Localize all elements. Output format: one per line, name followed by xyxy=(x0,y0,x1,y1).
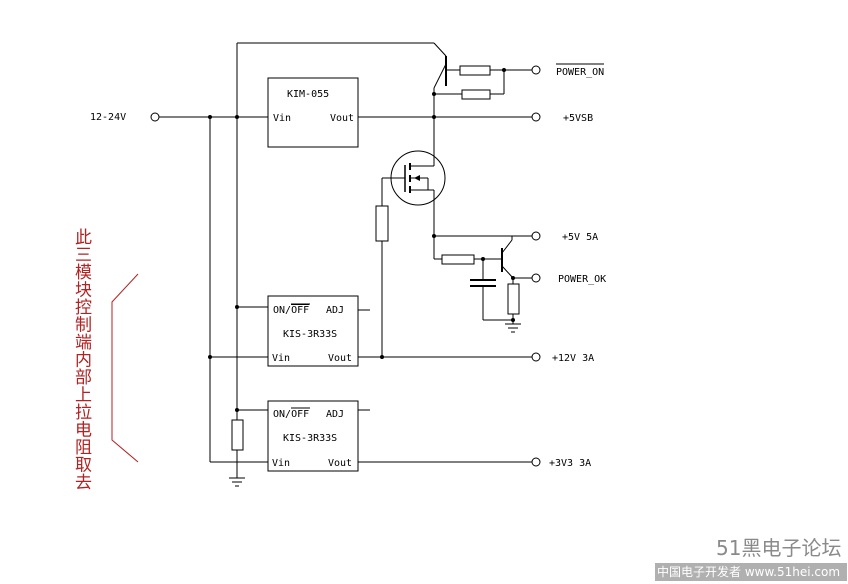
kis2-adj: ADJ xyxy=(326,409,344,420)
kim-vin: Vin xyxy=(273,113,291,124)
resistor-power-ok xyxy=(507,283,520,315)
kis1-title: KIS-3R33S xyxy=(283,329,337,340)
capacitor xyxy=(470,279,496,287)
resistors xyxy=(231,65,520,451)
ground-symbols xyxy=(229,323,521,487)
kis2-vout: Vout xyxy=(328,458,352,469)
label-3v3: +3V3 3A xyxy=(549,458,591,469)
label-power-on: POWER_ON xyxy=(556,67,604,78)
terminal-5v xyxy=(531,231,541,241)
terminal-input xyxy=(150,112,160,122)
kim-title: KIM-055 xyxy=(287,89,329,100)
module-kis-3v3: ON/OFF ADJ KIS-3R33S Vin Vout xyxy=(267,400,359,472)
kis2-vin: Vin xyxy=(272,458,290,469)
watermark-banner: 中国电子开发者 www.51hei.com xyxy=(655,563,847,581)
red-annotation-note: 此三模块控制端内部上拉电阻取去 xyxy=(71,228,91,491)
resistor-gate xyxy=(375,205,389,242)
kis1-adj: ADJ xyxy=(326,305,344,316)
kis1-vout: Vout xyxy=(328,353,352,364)
terminal-12v xyxy=(531,352,541,362)
label-vsb: +5VSB xyxy=(563,113,593,124)
label-power-ok: POWER_OK xyxy=(558,274,606,285)
resistor-kis2 xyxy=(231,419,244,451)
kis1-vin: Vin xyxy=(272,353,290,364)
terminal-3v3 xyxy=(531,457,541,467)
label-12v: +12V 3A xyxy=(552,353,594,364)
terminal-power-ok xyxy=(531,273,541,283)
terminal-vsb xyxy=(531,112,541,122)
kis1-onoff: ON/OFF xyxy=(273,305,309,316)
resistor-q1-bias xyxy=(461,89,491,100)
module-kim055: KIM-055 Vin Vout xyxy=(267,77,359,148)
terminals xyxy=(150,65,541,467)
terminal-power-on xyxy=(531,65,541,75)
label-input: 12-24V xyxy=(90,112,126,123)
kim-vout: Vout xyxy=(330,113,354,124)
resistor-q2-base xyxy=(441,254,475,265)
net-labels: 12-24V POWER_ON +5VSB +5V 5A POWER_OK +1… xyxy=(90,63,606,469)
mosfet xyxy=(390,150,446,206)
label-5v: +5V 5A xyxy=(562,232,598,243)
resistor-q1-base xyxy=(459,65,491,76)
junctions xyxy=(208,68,515,412)
kis2-onoff: ON/OFF xyxy=(273,409,309,420)
module-kis-12v: ON/OFF ADJ KIS-3R33S Vin Vout xyxy=(267,295,359,367)
watermark-site: 51黑电子论坛 xyxy=(716,536,842,560)
kis2-title: KIS-3R33S xyxy=(283,433,337,444)
